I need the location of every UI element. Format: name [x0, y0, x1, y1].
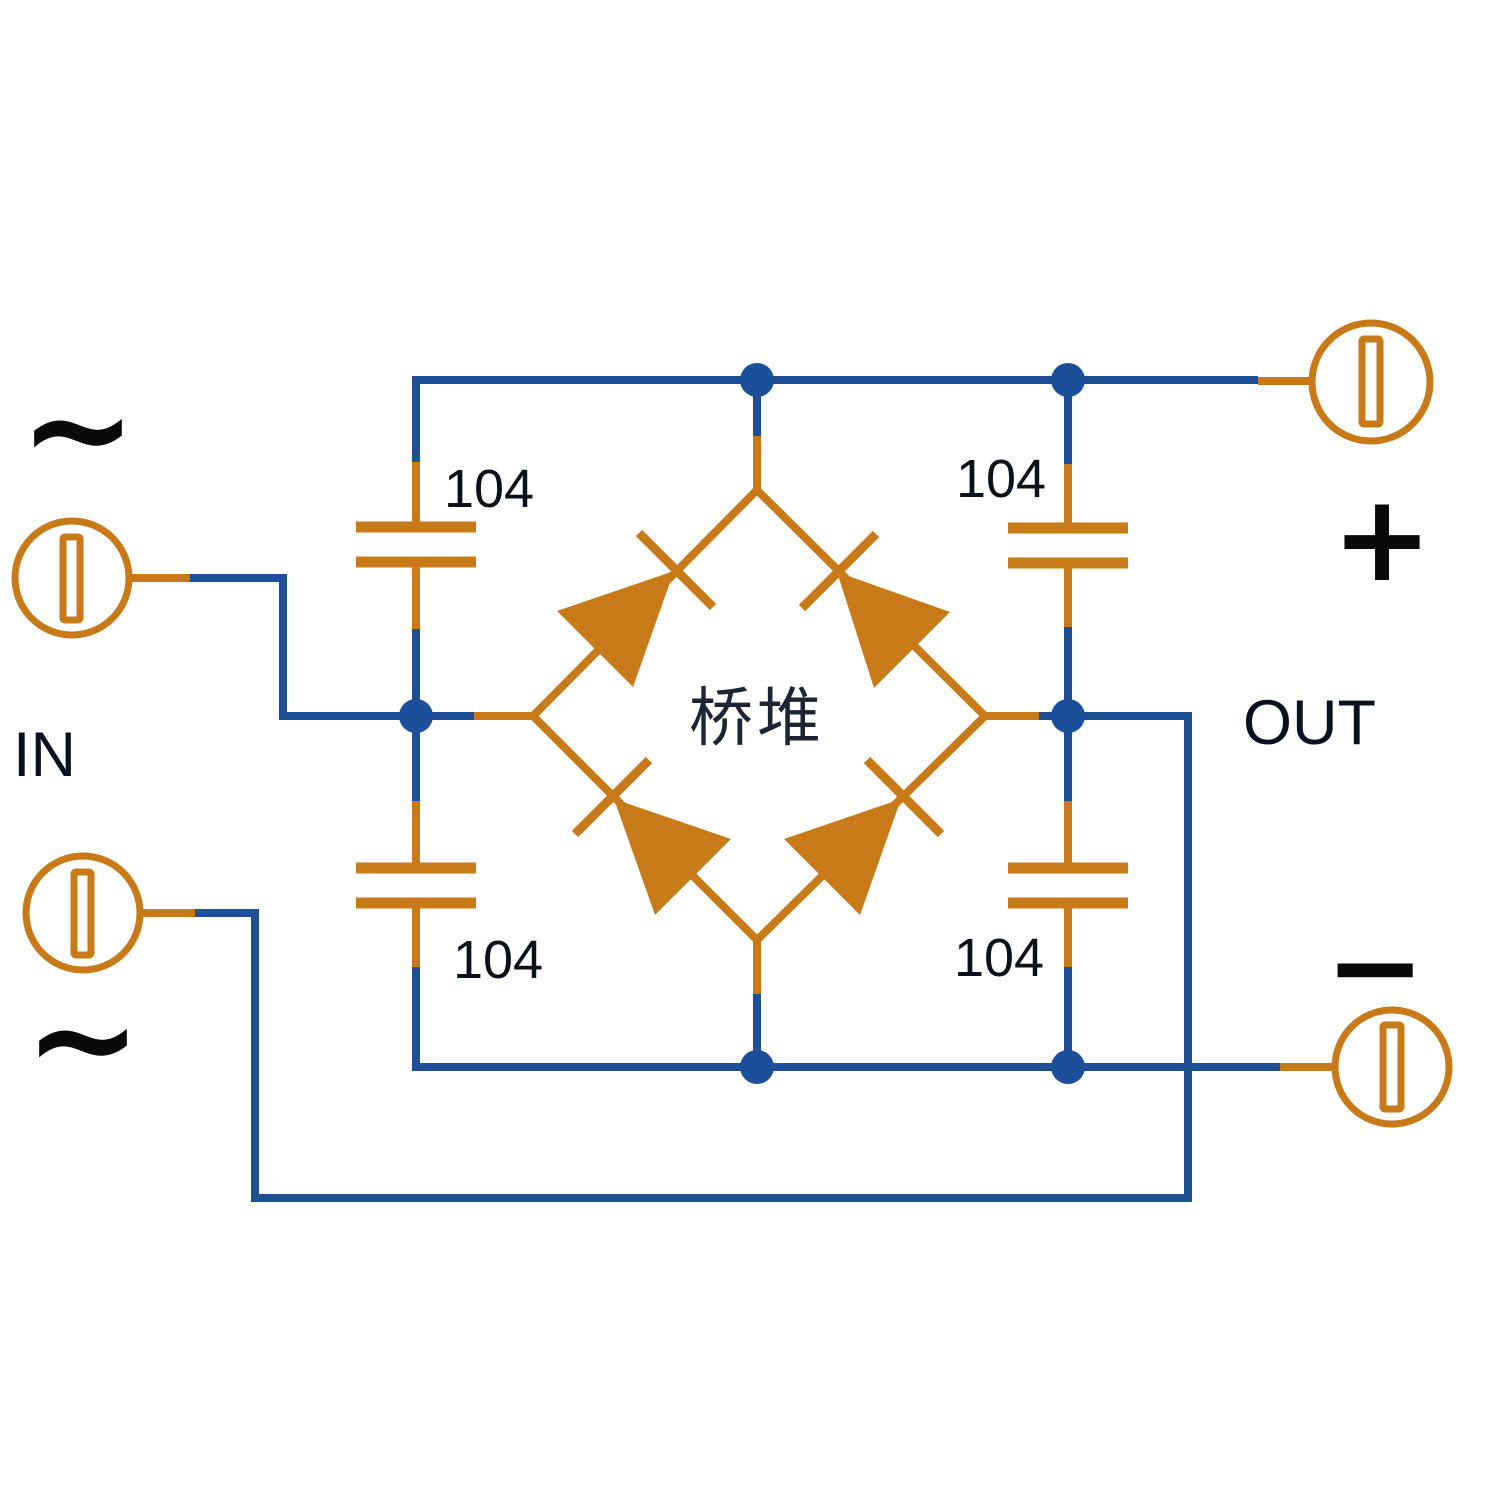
terminal-slot-icon	[1379, 1021, 1405, 1113]
cap-value-label: 104	[453, 930, 543, 990]
capacitor-top-right: 104	[956, 449, 1128, 627]
diode-triangle	[614, 799, 731, 915]
junction-dot	[1051, 699, 1085, 733]
diode-cathode-bar	[635, 529, 717, 611]
ac-symbol-bottom: ~	[24, 958, 141, 1121]
diode-cathode-bar	[571, 756, 653, 838]
terminal-slot-icon	[59, 533, 84, 624]
diode-cathode-bar	[863, 756, 945, 838]
diode-upper-right	[798, 530, 950, 688]
cap-value-label: 104	[956, 449, 1046, 509]
junction-dot	[740, 1050, 774, 1084]
diode-lower-left	[571, 756, 731, 915]
diode-triangle	[557, 571, 674, 687]
bridge-rectifier: 桥堆	[474, 436, 1039, 994]
terminal-ac-input-bottom	[22, 852, 144, 974]
terminal-stubs	[129, 377, 1336, 1071]
terminal-slot-icon	[1358, 335, 1384, 428]
diode-cathode-bar	[798, 530, 880, 612]
terminal-ac-input-top	[11, 517, 133, 639]
terminal-slot-icon	[70, 868, 95, 959]
bridge-label: 桥堆	[689, 682, 825, 756]
junction-dot	[740, 363, 774, 397]
diode-lower-right	[784, 756, 945, 915]
output-label: OUT	[1243, 688, 1376, 758]
wire-positive-rail	[412, 376, 1258, 462]
ac-symbol-top: ~	[19, 348, 136, 511]
wiring-blue	[190, 376, 1281, 1202]
terminal-out-negative	[1331, 1006, 1453, 1128]
terminal-out-positive	[1308, 319, 1434, 445]
negative-sign-label: −	[1325, 898, 1426, 1037]
cap-value-label: 104	[954, 928, 1044, 988]
cap-value-label: 104	[444, 459, 534, 519]
wire-negative-rail	[412, 967, 1281, 1071]
diode-upper-left	[557, 529, 717, 687]
junction-dot	[1051, 1050, 1085, 1084]
diode-triangle	[837, 572, 950, 688]
junction-dots	[399, 363, 1085, 1084]
junction-dot	[399, 699, 433, 733]
capacitor-bottom-left: 104	[356, 801, 543, 990]
capacitor-bottom-right: 104	[954, 801, 1128, 988]
input-label: IN	[13, 720, 76, 790]
diode-triangle	[784, 799, 901, 915]
wire-ac-input-top	[190, 574, 420, 720]
positive-sign-label: +	[1332, 470, 1433, 609]
capacitor-top-left: 104	[356, 459, 534, 629]
junction-dot	[1051, 363, 1085, 397]
wire-ac-input-bottom-routing	[194, 712, 1192, 1202]
